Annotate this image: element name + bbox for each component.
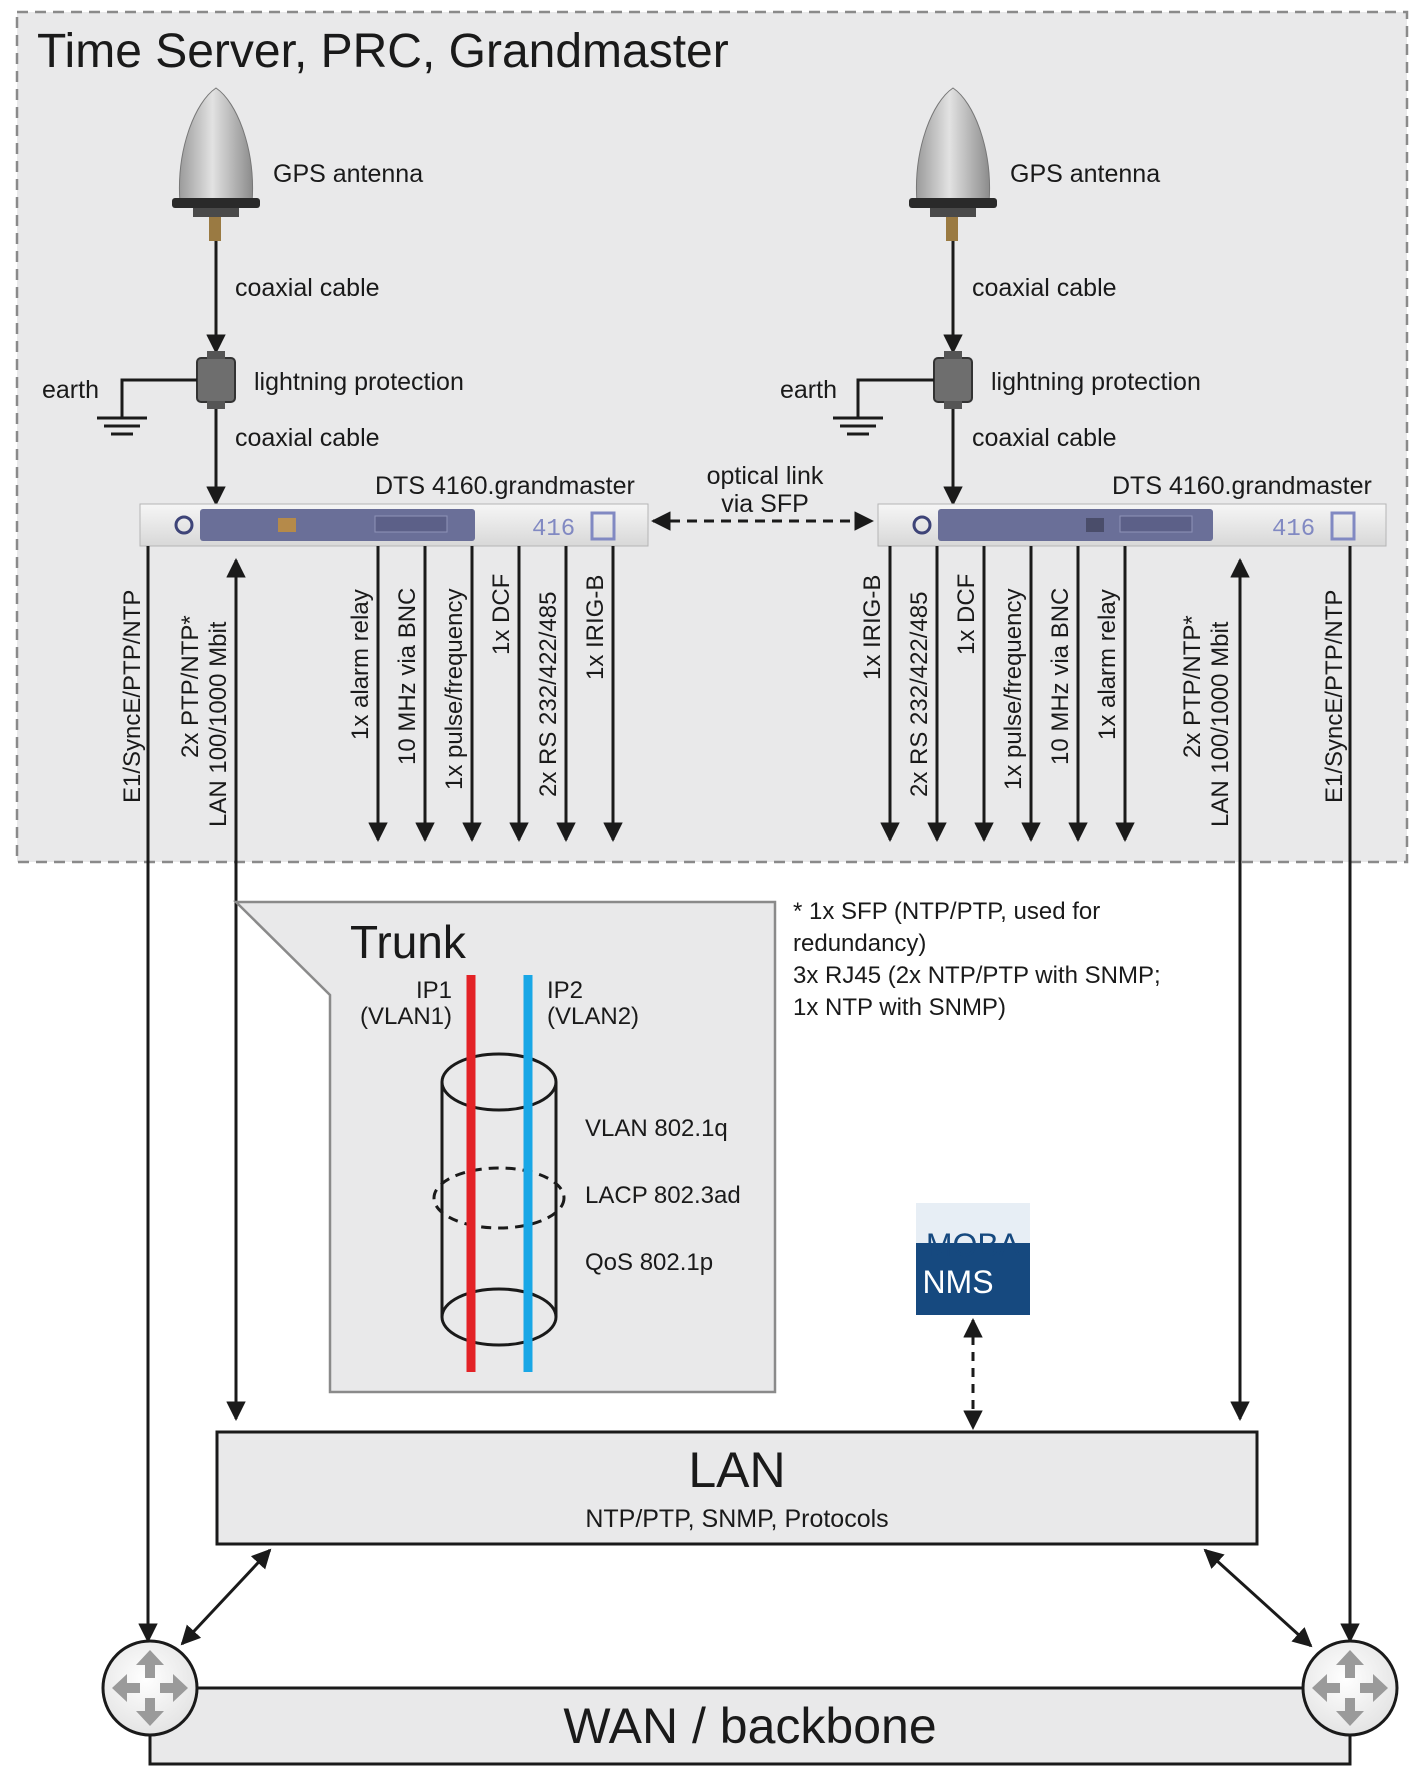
right-output-label: 1x IRIG-B [859, 575, 886, 680]
left-earth-label: earth [42, 376, 99, 404]
trunk-feature: LACP 802.3ad [585, 1182, 741, 1209]
left-dts-device: 416 [139, 503, 649, 547]
left-output-label: 1x IRIG-B [582, 575, 609, 680]
left-antenna-label: GPS antenna [273, 160, 423, 188]
left-lan-label: LAN 100/1000 Mbit [205, 621, 232, 827]
right-lightning-protector-icon [933, 351, 973, 409]
right-router-icon [1301, 1639, 1399, 1737]
left-coax-bottom-label: coaxial cable [235, 424, 380, 452]
moba-nms-logo: MOBA NMS [916, 1203, 1030, 1315]
left-output-label: 10 MHz via BNC [394, 588, 421, 765]
lan-box: LAN NTP/PTP, SNMP, Protocols [215, 1430, 1259, 1546]
left-output-label: 1x DCF [488, 574, 515, 655]
right-gps-antenna-icon [909, 87, 997, 241]
right-coax-bottom-label: coaxial cable [972, 424, 1117, 452]
footnote-line: 1x NTP with SNMP) [793, 994, 1006, 1021]
right-antenna-label: GPS antenna [1010, 160, 1160, 188]
left-earth-ground-icon [97, 416, 147, 436]
left-lightning-label: lightning protection [254, 368, 464, 396]
left-gps-antenna-icon [172, 87, 260, 241]
trunk-ip1-label: IP1 [416, 977, 452, 1004]
optical-link-label: via SFP [721, 490, 809, 518]
right-device-name: DTS 4160.grandmaster [1112, 472, 1372, 500]
left-output-label: 1x alarm relay [347, 589, 374, 740]
left-e1-label: E1/SyncE/PTP/NTP [119, 590, 146, 803]
right-earth-ground-icon [833, 416, 883, 436]
right-output-label: 1x alarm relay [1094, 589, 1121, 740]
left-output-label: 1x pulse/frequency [441, 589, 468, 790]
footnote-line: redundancy) [793, 930, 926, 957]
right-coax-top-label: coaxial cable [972, 274, 1117, 302]
left-coax-top-label: coaxial cable [235, 274, 380, 302]
left-device-display: 416 [532, 516, 575, 543]
svg-text:NMS: NMS [922, 1264, 993, 1300]
trunk-callout: Trunk IP1 (VLAN1) IP2 (VLAN2) VLAN 802.1… [232, 900, 777, 1394]
trunk-feature: VLAN 802.1q [585, 1115, 728, 1142]
footnote-line: 3x RJ45 (2x NTP/PTP with SNMP; [793, 962, 1161, 989]
left-router-icon [101, 1639, 199, 1737]
trunk-ip1-label: (VLAN1) [360, 1003, 452, 1030]
right-earth-label: earth [780, 376, 837, 404]
right-lan-label: 2x PTP/NTP* [1179, 615, 1206, 758]
right-output-label: 1x DCF [953, 574, 980, 655]
footnote-line: * 1x SFP (NTP/PTP, used for [793, 898, 1100, 925]
optical-link-label: optical link [707, 462, 824, 490]
trunk-cylinder-icon [432, 1052, 566, 1347]
page-title: Time Server, PRC, Grandmaster [37, 25, 729, 78]
trunk-ip2-label: (VLAN2) [547, 1003, 639, 1030]
wan-title: WAN / backbone [563, 1698, 936, 1754]
left-output-label: 2x RS 232/422/485 [535, 592, 562, 798]
trunk-ip2-label: IP2 [547, 977, 583, 1004]
left-device-name: DTS 4160.grandmaster [375, 472, 635, 500]
svg-text:MOBA: MOBA [926, 1227, 1021, 1263]
right-e1-label: E1/SyncE/PTP/NTP [1321, 590, 1348, 803]
trunk-title: Trunk [350, 916, 467, 968]
right-output-label: 1x pulse/frequency [1000, 589, 1027, 790]
trunk-feature: QoS 802.1p [585, 1249, 713, 1276]
right-dts-device: 416 [877, 503, 1387, 547]
left-lightning-protector-icon [196, 351, 236, 409]
lan-subtitle: NTP/PTP, SNMP, Protocols [585, 1505, 888, 1533]
right-output-label: 10 MHz via BNC [1047, 588, 1074, 765]
right-device-display: 416 [1272, 516, 1315, 543]
wan-box: WAN / backbone [148, 1686, 1352, 1766]
right-lan-label: LAN 100/1000 Mbit [1207, 621, 1234, 827]
right-lightning-label: lightning protection [991, 368, 1201, 396]
left-lan-label: 2x PTP/NTP* [177, 615, 204, 758]
right-output-label: 2x RS 232/422/485 [906, 592, 933, 798]
lan-title: LAN [688, 1442, 785, 1498]
